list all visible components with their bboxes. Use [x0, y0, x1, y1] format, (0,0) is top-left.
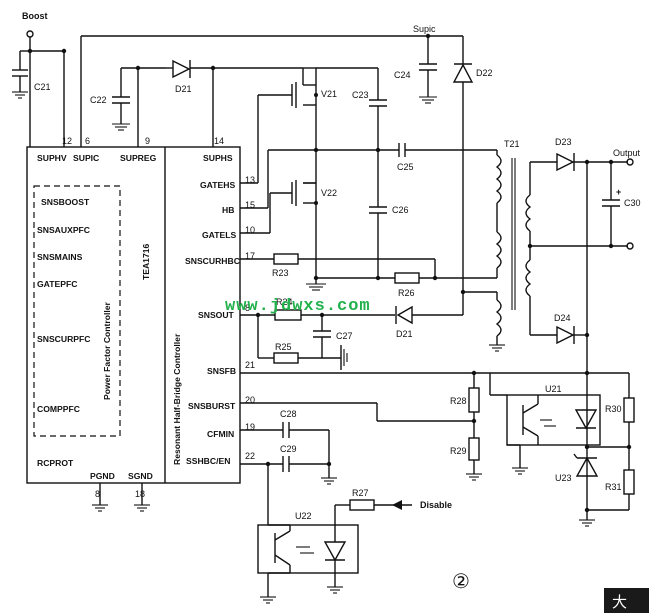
pin-num-suphs: 14 [214, 136, 224, 146]
r25-label: R25 [275, 342, 292, 352]
pin-label-snsburst: SNSBURST [188, 401, 236, 411]
pin-num-hb: 15 [245, 200, 255, 210]
pin-label-sgnd: SGND [128, 471, 153, 481]
pin-num-sgnd: 18 [135, 489, 145, 499]
pin-num-snsout: 8 [245, 303, 250, 313]
r27-label: R27 [352, 488, 369, 498]
half-bridge-mosfets: V21 V22 [240, 67, 399, 278]
c23-label: C23 [352, 90, 369, 100]
pin-label-gatehs: GATEHS [200, 180, 235, 190]
c21-label: C21 [34, 82, 51, 92]
pin-label-sshbc: SSHBC/EN [186, 456, 230, 466]
pin-num-supic: 6 [85, 136, 90, 146]
c22-label: C22 [90, 95, 107, 105]
supic-net-label: Supic [413, 24, 436, 34]
d21-bottom-label: D21 [396, 329, 413, 339]
pin-label-gatels: GATELS [202, 230, 236, 240]
pin-label-snscurhbc: SNSCURHBC [185, 256, 240, 266]
snsout-section: R24 C27 D21 R25 [240, 289, 466, 370]
pin-num-supreg: 9 [145, 136, 150, 146]
output-stage: D23 Output D24 + C30 [530, 137, 641, 520]
ic-grounds [92, 483, 150, 512]
pfc-section-label: Power Factor Controller [102, 301, 112, 400]
c26-label: C26 [392, 205, 409, 215]
resonant-capacitors: C23 C24 D22 C25 C26 [316, 36, 497, 292]
pin-label-snsmains: SNSMAINS [37, 252, 83, 262]
pin-label-snsout: SNSOUT [198, 310, 235, 320]
pin-label-snsauxpfc: SNSAUXPFC [37, 225, 90, 235]
pin-label-supreg: SUPREG [120, 153, 157, 163]
c29-label: C29 [280, 444, 297, 454]
corner-stamp-text: 大 [612, 593, 627, 611]
pin-label-snsfb: SNSFB [207, 366, 236, 376]
d23-label: D23 [555, 137, 572, 147]
u21-label: U21 [545, 384, 562, 394]
pin-label-supic: SUPIC [73, 153, 99, 163]
c28-label: C28 [280, 409, 297, 419]
r23-label: R23 [272, 268, 289, 278]
pin-label-gatepfc: GATEPFC [37, 279, 77, 289]
u23-label: U23 [555, 473, 572, 483]
current-sense-section: R23 R26 [240, 253, 497, 298]
feedback-section: R28 R29 U21 R30 [240, 370, 635, 527]
d22-label: D22 [476, 68, 493, 78]
boost-supply-section: Boost C21 Supic C22 [12, 11, 463, 147]
pin-label-rcprot: RCPROT [37, 458, 74, 468]
c30-label: C30 [624, 198, 641, 208]
pin-num-snsburst: 20 [245, 395, 255, 405]
pin-num-sshbc: 22 [245, 451, 255, 461]
t21-label: T21 [504, 139, 520, 149]
r28-label: R28 [450, 396, 467, 406]
pin-label-cfmin: CFMIN [207, 429, 234, 439]
disable-section: U22 R27 Disable [257, 488, 452, 604]
pin-label-hb: HB [222, 205, 234, 215]
pin-num-snsfb: 21 [245, 360, 255, 370]
pin-num-cfmin: 19 [245, 422, 255, 432]
pin-label-suphv: SUPHV [37, 153, 67, 163]
pin-num-gatehs: 13 [245, 175, 255, 185]
pin-label-snscurpfc: SNSCURPFC [37, 334, 90, 344]
r26-label: R26 [398, 288, 415, 298]
pin-label-pgnd: PGND [90, 471, 115, 481]
hbc-section-label: Resonant Half-Bridge Controller [172, 333, 182, 465]
pin-num-pgnd: 8 [95, 489, 100, 499]
pin-numbers: 12 6 9 14 13 15 10 17 8 21 20 19 22 8 18 [62, 136, 255, 499]
v22-label: V22 [321, 188, 337, 198]
r29-label: R29 [450, 446, 467, 456]
r30-label: R30 [605, 404, 622, 414]
ic-name: TEA1716 [141, 243, 151, 280]
boost-net-label: Boost [22, 11, 48, 21]
transformer-t21: T21 [463, 139, 557, 352]
output-net-label: Output [613, 148, 641, 158]
r31-label: R31 [605, 482, 622, 492]
u22-label: U22 [295, 511, 312, 521]
pin-num-gatels: 10 [245, 225, 255, 235]
cfmin-ss-section: C28 C29 [240, 409, 337, 525]
pin-label-comppfc: COMPPFC [37, 404, 80, 414]
pin-num-snscurhbc: 17 [245, 251, 255, 261]
d21-top-label: D21 [175, 84, 192, 94]
c30-plus-sign: + [616, 187, 621, 197]
pin-label-suphs: SUPHS [203, 153, 233, 163]
ic-tea1716: TEA1716 Power Factor Controller Resonant… [26, 146, 241, 484]
c24-label: C24 [394, 70, 411, 80]
c25-label: C25 [397, 162, 414, 172]
r24-label: R24 [276, 297, 293, 307]
corner-stamp: 大 [604, 588, 649, 613]
watermark-text: www.jdwxs.com [225, 297, 371, 316]
d24-label: D24 [554, 313, 571, 323]
v21-label: V21 [321, 89, 337, 99]
pin-label-snsboost: SNSBOOST [41, 197, 90, 207]
pin-num-suphv: 12 [62, 136, 72, 146]
c27-label: C27 [336, 331, 353, 341]
disable-net-label: Disable [420, 500, 452, 510]
figure-number: ② [452, 569, 470, 593]
